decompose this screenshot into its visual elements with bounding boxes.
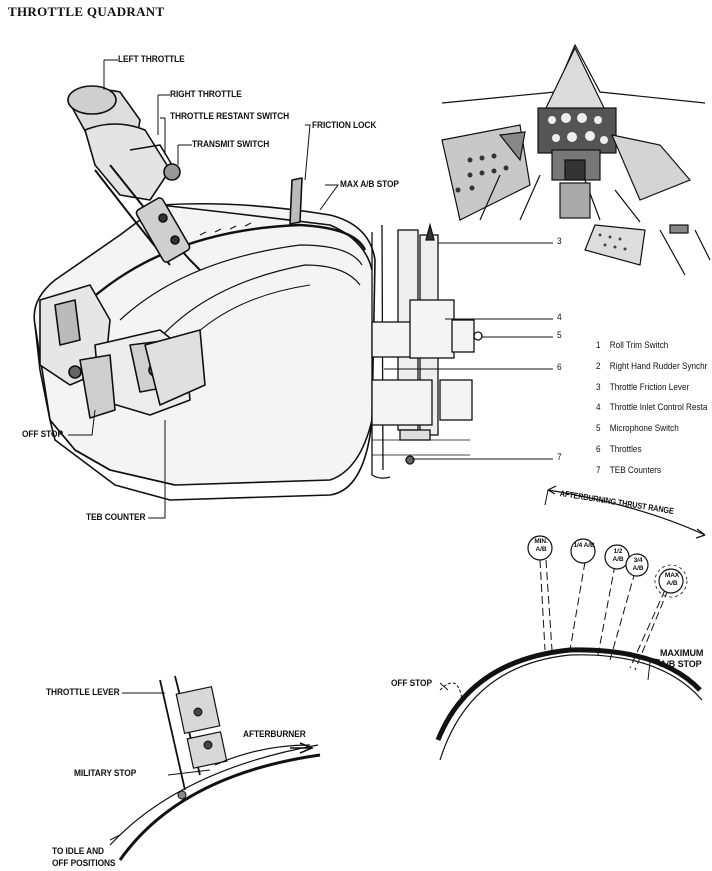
legend-number: 7 <box>596 464 601 476</box>
legend-number: 2 <box>596 360 601 372</box>
callout-number: 3 <box>557 236 562 247</box>
legend-number: 4 <box>596 402 601 414</box>
label-teb-counter: TEB COUNTER <box>86 512 146 523</box>
label-right-throttle: RIGHT THROTTLE <box>170 89 242 100</box>
legend-number: 6 <box>596 443 601 455</box>
label-arc-off-stop: OFF STOP <box>391 678 432 689</box>
legend-item: 3 Throttle Friction Lever <box>596 382 696 403</box>
callout-number: 4 <box>557 312 562 323</box>
throttle-detail-diagram <box>371 222 553 479</box>
legend-text: Throttles <box>609 443 642 455</box>
label-military-stop: MILITARY STOP <box>74 768 137 779</box>
label-restant-switch: THROTTLE RESTANT SWITCH <box>170 111 290 122</box>
main-leader-lines <box>68 59 339 519</box>
label-position-min-ab: MIN. A/B <box>534 538 548 553</box>
lever-detail-diagram <box>109 675 321 861</box>
throttle-quadrant-illustration <box>33 85 376 501</box>
legend-item: 2 Right Hand Rudder Synchr <box>596 360 707 382</box>
legend-item: 1 Roll Trim Switch <box>596 340 696 361</box>
label-maximum-ab-stop: MAXIMUM A/B STOP <box>660 648 704 669</box>
label-transmit-switch: TRANSMIT SWITCH <box>192 139 270 150</box>
legend-number: 5 <box>596 423 601 435</box>
label-throttle-lever: THROTTLE LEVER <box>46 687 120 698</box>
label-position-quarter-ab: 1/4 A/B <box>573 542 595 549</box>
legend-text: Microphone Switch <box>609 423 679 435</box>
legend-item: 5 Microphone Switch <box>596 423 696 444</box>
page-title: THROTTLE QUADRANT <box>8 4 165 19</box>
legend-text: Throttle Friction Lever <box>609 381 690 393</box>
label-max-ab-stop: MAX A/B STOP <box>340 179 399 190</box>
legend-number: 1 <box>596 340 601 351</box>
component-legend: 1 Roll Trim Switch 2 Right Hand Rudder Syn… <box>596 340 712 486</box>
callout-number: 7 <box>557 452 562 463</box>
legend-item: 4 Throttle Inlet Control Resta <box>596 402 707 423</box>
label-afterburner: AFTERBURNER <box>243 729 306 740</box>
cockpit-photo <box>441 43 711 276</box>
legend-number: 3 <box>596 381 601 393</box>
label-friction-lock: FRICTION LOCK <box>312 120 377 131</box>
afterburner-arc-diagram <box>435 485 706 761</box>
label-off-stop: OFF STOP <box>22 429 63 440</box>
label-position-half-ab: 1/2 A/B <box>612 548 624 563</box>
callout-number: 5 <box>557 330 562 341</box>
label-position-three-quarter-ab: 3/4 A/B <box>632 557 644 572</box>
legend-text: TEB Counters <box>609 464 662 476</box>
label-off-positions: OFF POSITIONS <box>52 858 116 869</box>
legend-text: Throttle Inlet Control Resta <box>609 402 708 414</box>
label-left-throttle: LEFT THROTTLE <box>118 54 185 65</box>
legend-text: Right Hand Rudder Synchr <box>609 360 708 372</box>
legend-text: Roll Trim Switch <box>609 340 669 351</box>
legend-item: 7 TEB Counters <box>596 465 696 486</box>
label-to-idle: TO IDLE AND <box>52 846 104 857</box>
label-position-max-ab: MAX A/B <box>664 572 680 587</box>
callout-number: 6 <box>557 362 562 373</box>
legend-item: 6 Throttles <box>596 444 696 465</box>
